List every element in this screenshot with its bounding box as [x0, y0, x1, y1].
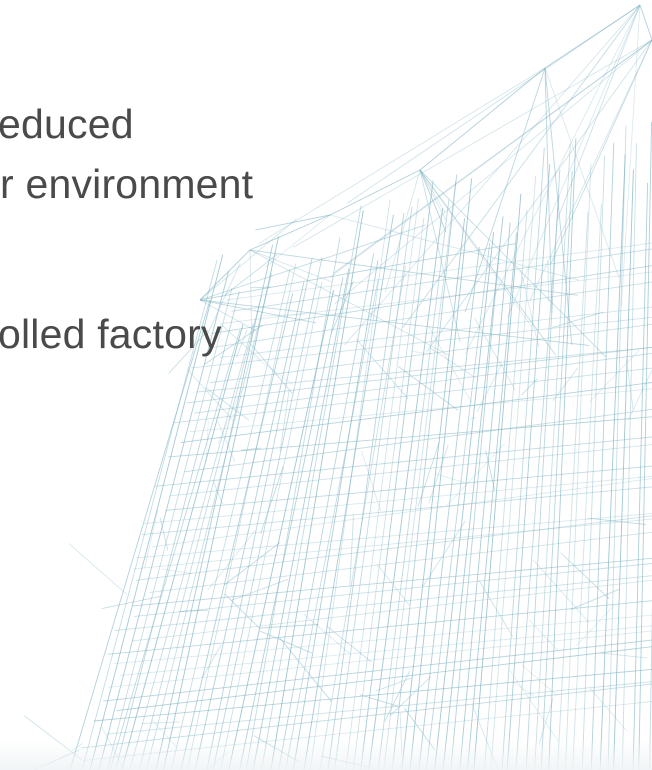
text-line-2: r environment — [0, 161, 254, 207]
bottom-fade — [0, 740, 652, 770]
text-line-1: educed — [0, 101, 134, 147]
text-line-3: olled factory — [0, 311, 222, 357]
